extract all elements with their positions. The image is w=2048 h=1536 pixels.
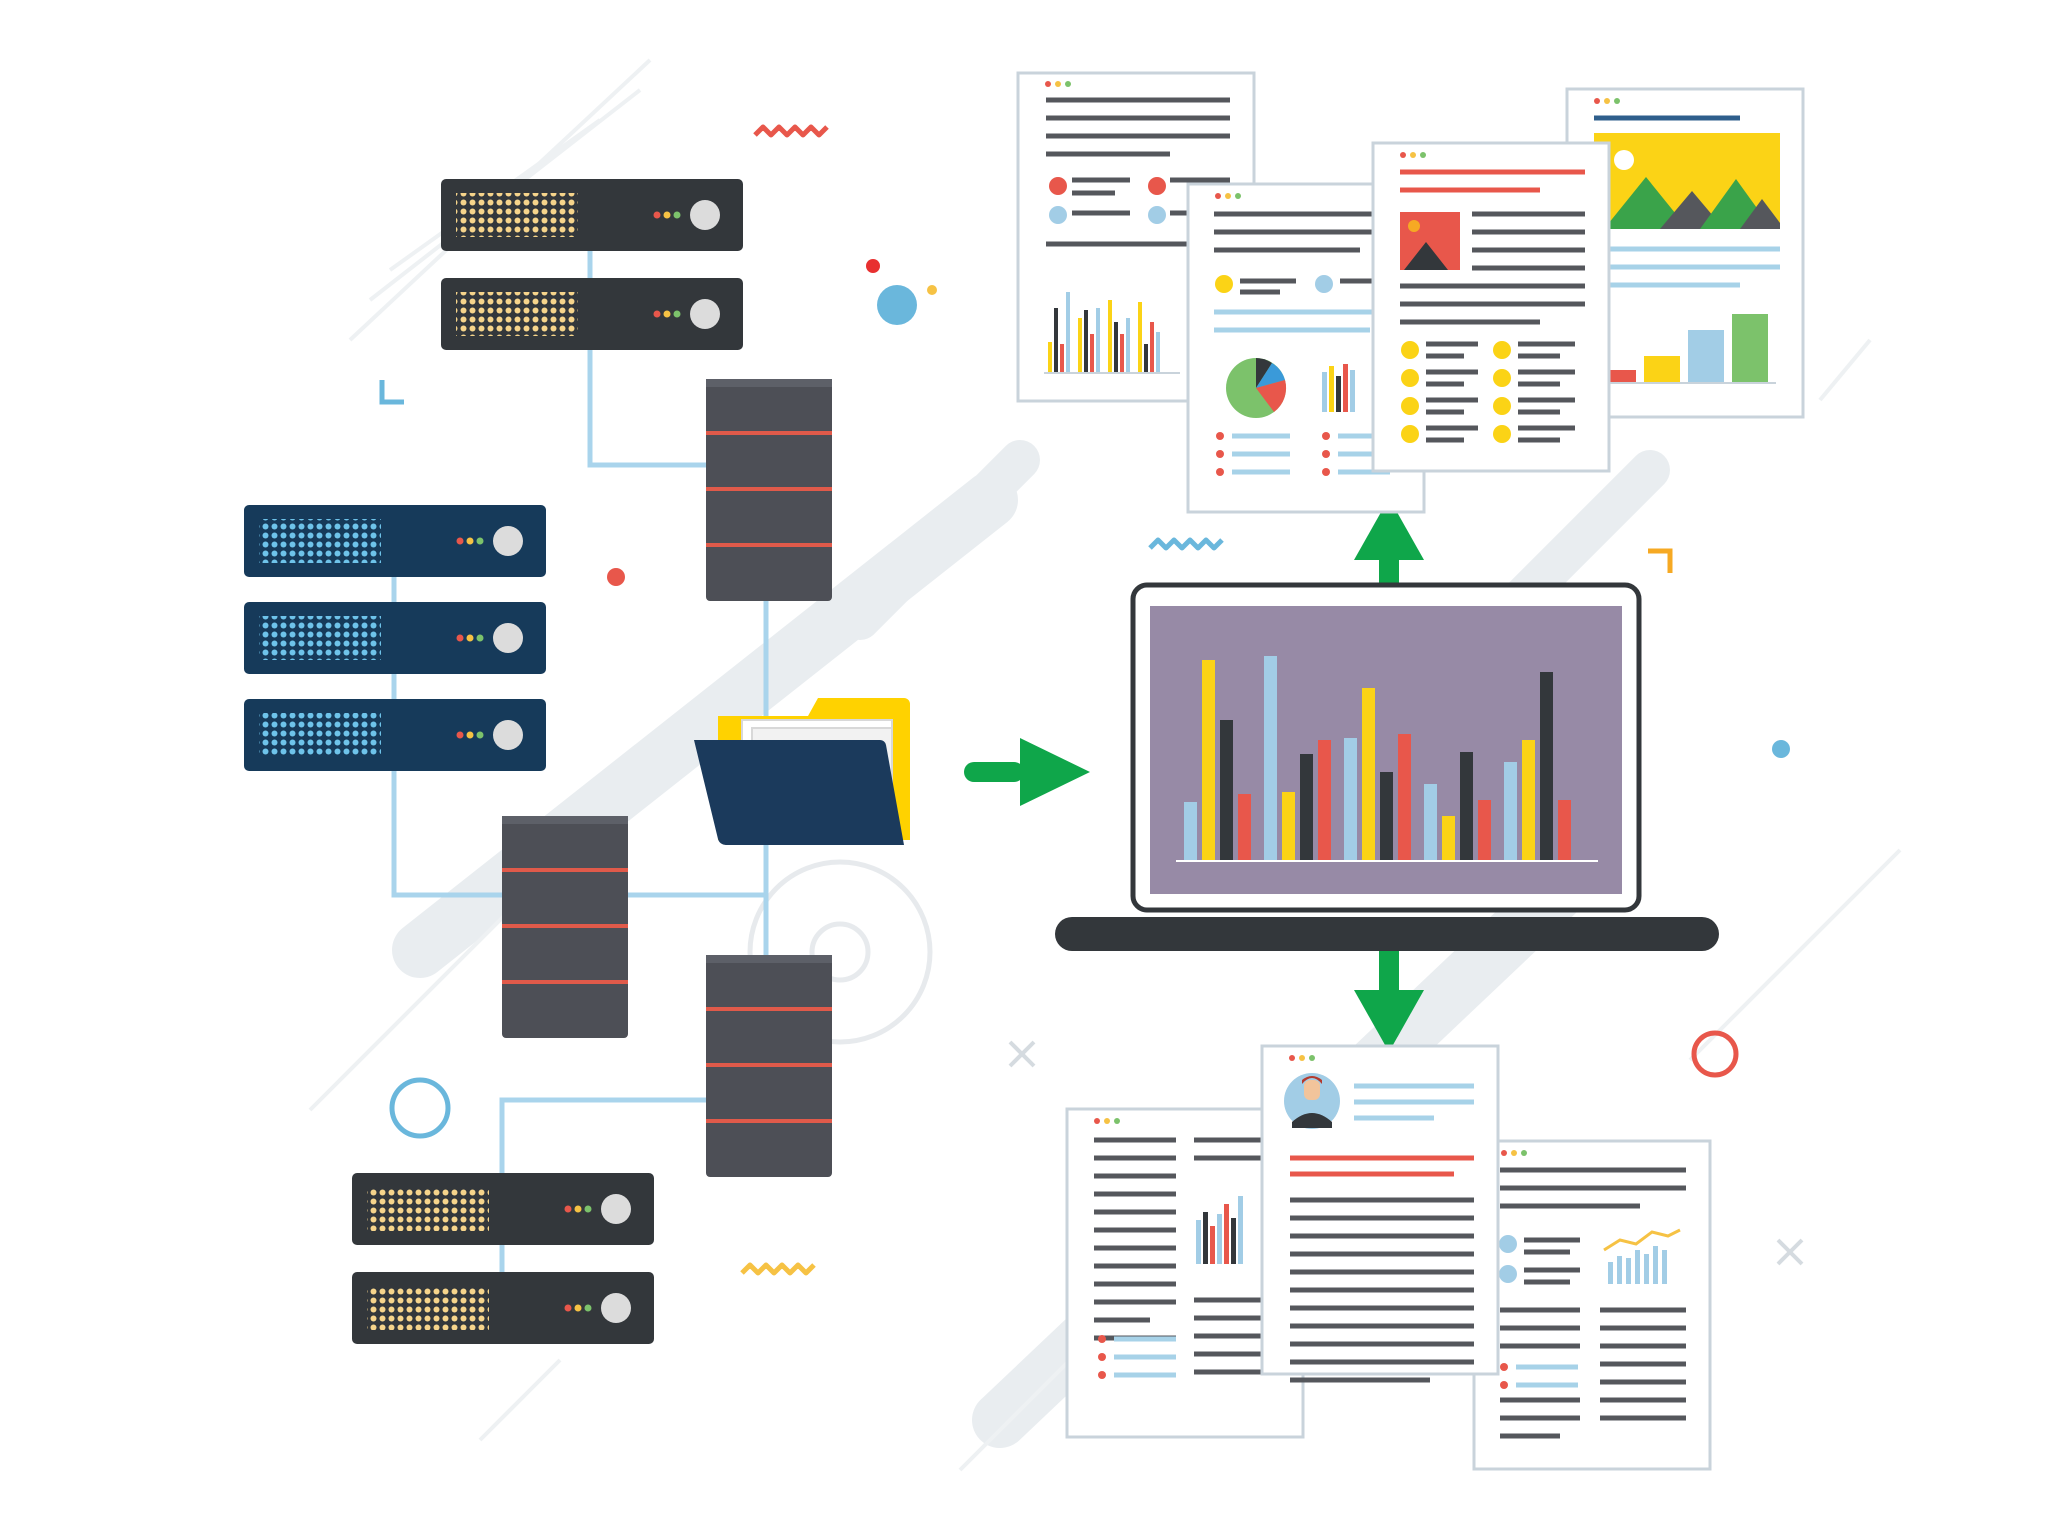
checkmark-icon bbox=[1499, 1235, 1517, 1253]
checkmark-icon bbox=[1493, 341, 1511, 359]
server-icon bbox=[244, 505, 546, 577]
decorative-bar bbox=[1054, 308, 1058, 372]
report-document-icon bbox=[1472, 1139, 1712, 1471]
checkmark-icon bbox=[1148, 177, 1166, 195]
line-chart-icon bbox=[1603, 1228, 1681, 1284]
decorative-bar bbox=[1084, 310, 1088, 372]
decorative-bar bbox=[1120, 334, 1124, 372]
decorative-bar bbox=[1424, 784, 1437, 860]
checkmark-icon bbox=[1049, 177, 1067, 195]
checkmark-icon bbox=[1315, 275, 1333, 293]
pie-chart-icon bbox=[1226, 358, 1287, 418]
gear-icon bbox=[747, 859, 933, 1045]
checkmark-icon bbox=[1049, 206, 1067, 224]
checkmark-icon bbox=[1493, 425, 1511, 443]
checkmark-icon bbox=[1401, 341, 1419, 359]
corner-orange bbox=[1648, 548, 1673, 573]
server-stack-navy bbox=[244, 505, 546, 771]
decorative-bar bbox=[1362, 688, 1375, 860]
decorative-bar bbox=[1380, 772, 1393, 860]
decorative-bar bbox=[1184, 802, 1197, 860]
dot-red-mid bbox=[607, 568, 625, 586]
decorative-bar bbox=[1460, 752, 1473, 860]
server-icon bbox=[352, 1272, 654, 1344]
rack-server-icon bbox=[706, 379, 832, 601]
decorative-bar bbox=[1300, 754, 1313, 860]
dot-yellow bbox=[927, 285, 937, 295]
decorative-bar bbox=[1060, 344, 1064, 372]
decorative-bar bbox=[1318, 740, 1331, 860]
server-icon bbox=[244, 699, 546, 771]
decorative-bar bbox=[1048, 342, 1052, 372]
server-icon bbox=[441, 179, 743, 251]
decorative-bar bbox=[1066, 292, 1070, 372]
rack-server-icon bbox=[706, 955, 832, 1177]
server-icon bbox=[352, 1173, 654, 1245]
squiggle-yellow bbox=[740, 1262, 816, 1276]
landscape-image-icon bbox=[1594, 133, 1780, 229]
landscape-image-icon bbox=[1400, 212, 1460, 270]
arrow-right-icon bbox=[964, 738, 1090, 806]
decorative-bar bbox=[1344, 738, 1357, 860]
folder-icon bbox=[694, 698, 910, 846]
decorative-bar bbox=[1540, 672, 1553, 860]
decorative-bar bbox=[1150, 322, 1154, 372]
dot-blue-right bbox=[1772, 740, 1790, 758]
decorative-bar bbox=[1114, 322, 1118, 372]
decorative-bar bbox=[1504, 762, 1517, 860]
bar-chart-icon bbox=[1600, 314, 1776, 384]
decorative-bar bbox=[1220, 720, 1233, 860]
server-stack-top bbox=[441, 179, 743, 350]
decorative-bar bbox=[1144, 344, 1148, 372]
dot-blue-large bbox=[877, 285, 917, 325]
report-document-icon bbox=[1260, 1044, 1500, 1383]
laptop-icon bbox=[1055, 582, 1719, 951]
rack-server-icon bbox=[502, 816, 628, 1038]
decorative-bar bbox=[1090, 334, 1094, 372]
checkmark-icon bbox=[1401, 369, 1419, 387]
decorative-bar bbox=[1282, 792, 1295, 860]
avatar-icon bbox=[1284, 1073, 1340, 1129]
bar-chart-icon bbox=[1322, 364, 1355, 412]
decorative-bar bbox=[1478, 800, 1491, 860]
decorative-bar bbox=[1126, 318, 1130, 372]
cross-mark bbox=[1008, 1040, 1804, 1266]
server-stack-bottom bbox=[352, 1173, 654, 1344]
decorative-bar bbox=[1156, 332, 1160, 372]
decorative-bar bbox=[1202, 660, 1215, 860]
checkmark-icon bbox=[1401, 425, 1419, 443]
decorative-bar bbox=[1522, 740, 1535, 860]
report-document-icon bbox=[1371, 141, 1611, 473]
decorative-bar bbox=[1264, 656, 1277, 860]
dot-red bbox=[866, 259, 880, 273]
checkmark-icon bbox=[1499, 1265, 1517, 1283]
laptop-bar-chart bbox=[1176, 656, 1598, 862]
bar-chart-icon bbox=[1196, 1196, 1243, 1264]
decorative-bar bbox=[1138, 302, 1142, 372]
squiggle-blue bbox=[1148, 537, 1224, 551]
server-icon bbox=[244, 602, 546, 674]
server-icon bbox=[441, 278, 743, 350]
checkmark-icon bbox=[1148, 206, 1166, 224]
decorative-bar bbox=[1096, 308, 1100, 372]
bar-chart-icon bbox=[1044, 292, 1180, 374]
checkmark-icon bbox=[1493, 397, 1511, 415]
checkmark-icon bbox=[1401, 397, 1419, 415]
corner-blue bbox=[379, 380, 404, 405]
decorative-bar bbox=[1078, 318, 1082, 372]
checkmark-icon bbox=[1493, 369, 1511, 387]
checkmark-icon bbox=[1215, 275, 1233, 293]
decorative-bar bbox=[1558, 800, 1571, 860]
decorative-bar bbox=[1108, 300, 1112, 372]
decorative-bar bbox=[1398, 734, 1411, 860]
squiggle-red bbox=[753, 124, 829, 138]
ring-red bbox=[1691, 1030, 1739, 1078]
decorative-bar bbox=[1442, 816, 1455, 860]
ring-blue bbox=[389, 1077, 451, 1139]
decorative-bar bbox=[1238, 794, 1251, 860]
